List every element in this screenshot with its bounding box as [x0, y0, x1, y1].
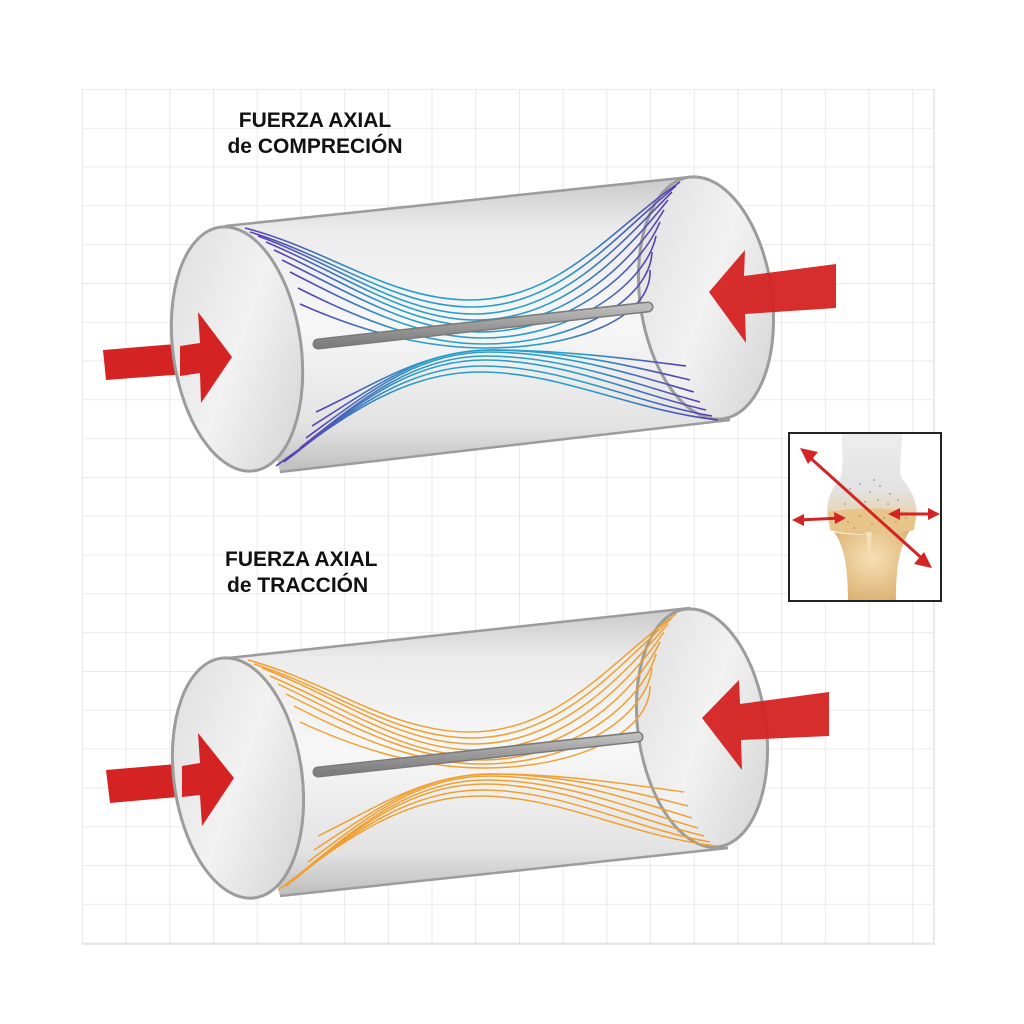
- traction-title-line1: FUERZA AXIAL: [225, 548, 378, 571]
- compression-title-line2: de COMPRECIÓN: [227, 135, 403, 158]
- traction-title-line2: de TRACCIÓN: [227, 574, 369, 597]
- bone-inset: [788, 432, 942, 602]
- traction-cylinder: [106, 606, 829, 900]
- compression-title-line1: FUERZA AXIAL: [238, 109, 392, 132]
- arrow-right-icon: [180, 312, 232, 403]
- central-rod: [312, 731, 644, 778]
- arrow-left-icon: [709, 250, 836, 343]
- traction-title: FUERZA AXIAL de TRACCIÓN: [205, 547, 425, 599]
- compression-title: FUERZA AXIAL de COMPRECIÓN: [205, 108, 425, 160]
- arrow-left-icon: [702, 680, 829, 770]
- compression-cylinder: [103, 175, 836, 474]
- arrow-right-icon: [182, 733, 234, 826]
- stress-lines-compression: [244, 181, 719, 467]
- central-rod: [312, 301, 654, 350]
- bone-icon: [792, 434, 940, 600]
- force-arrows: [792, 448, 940, 568]
